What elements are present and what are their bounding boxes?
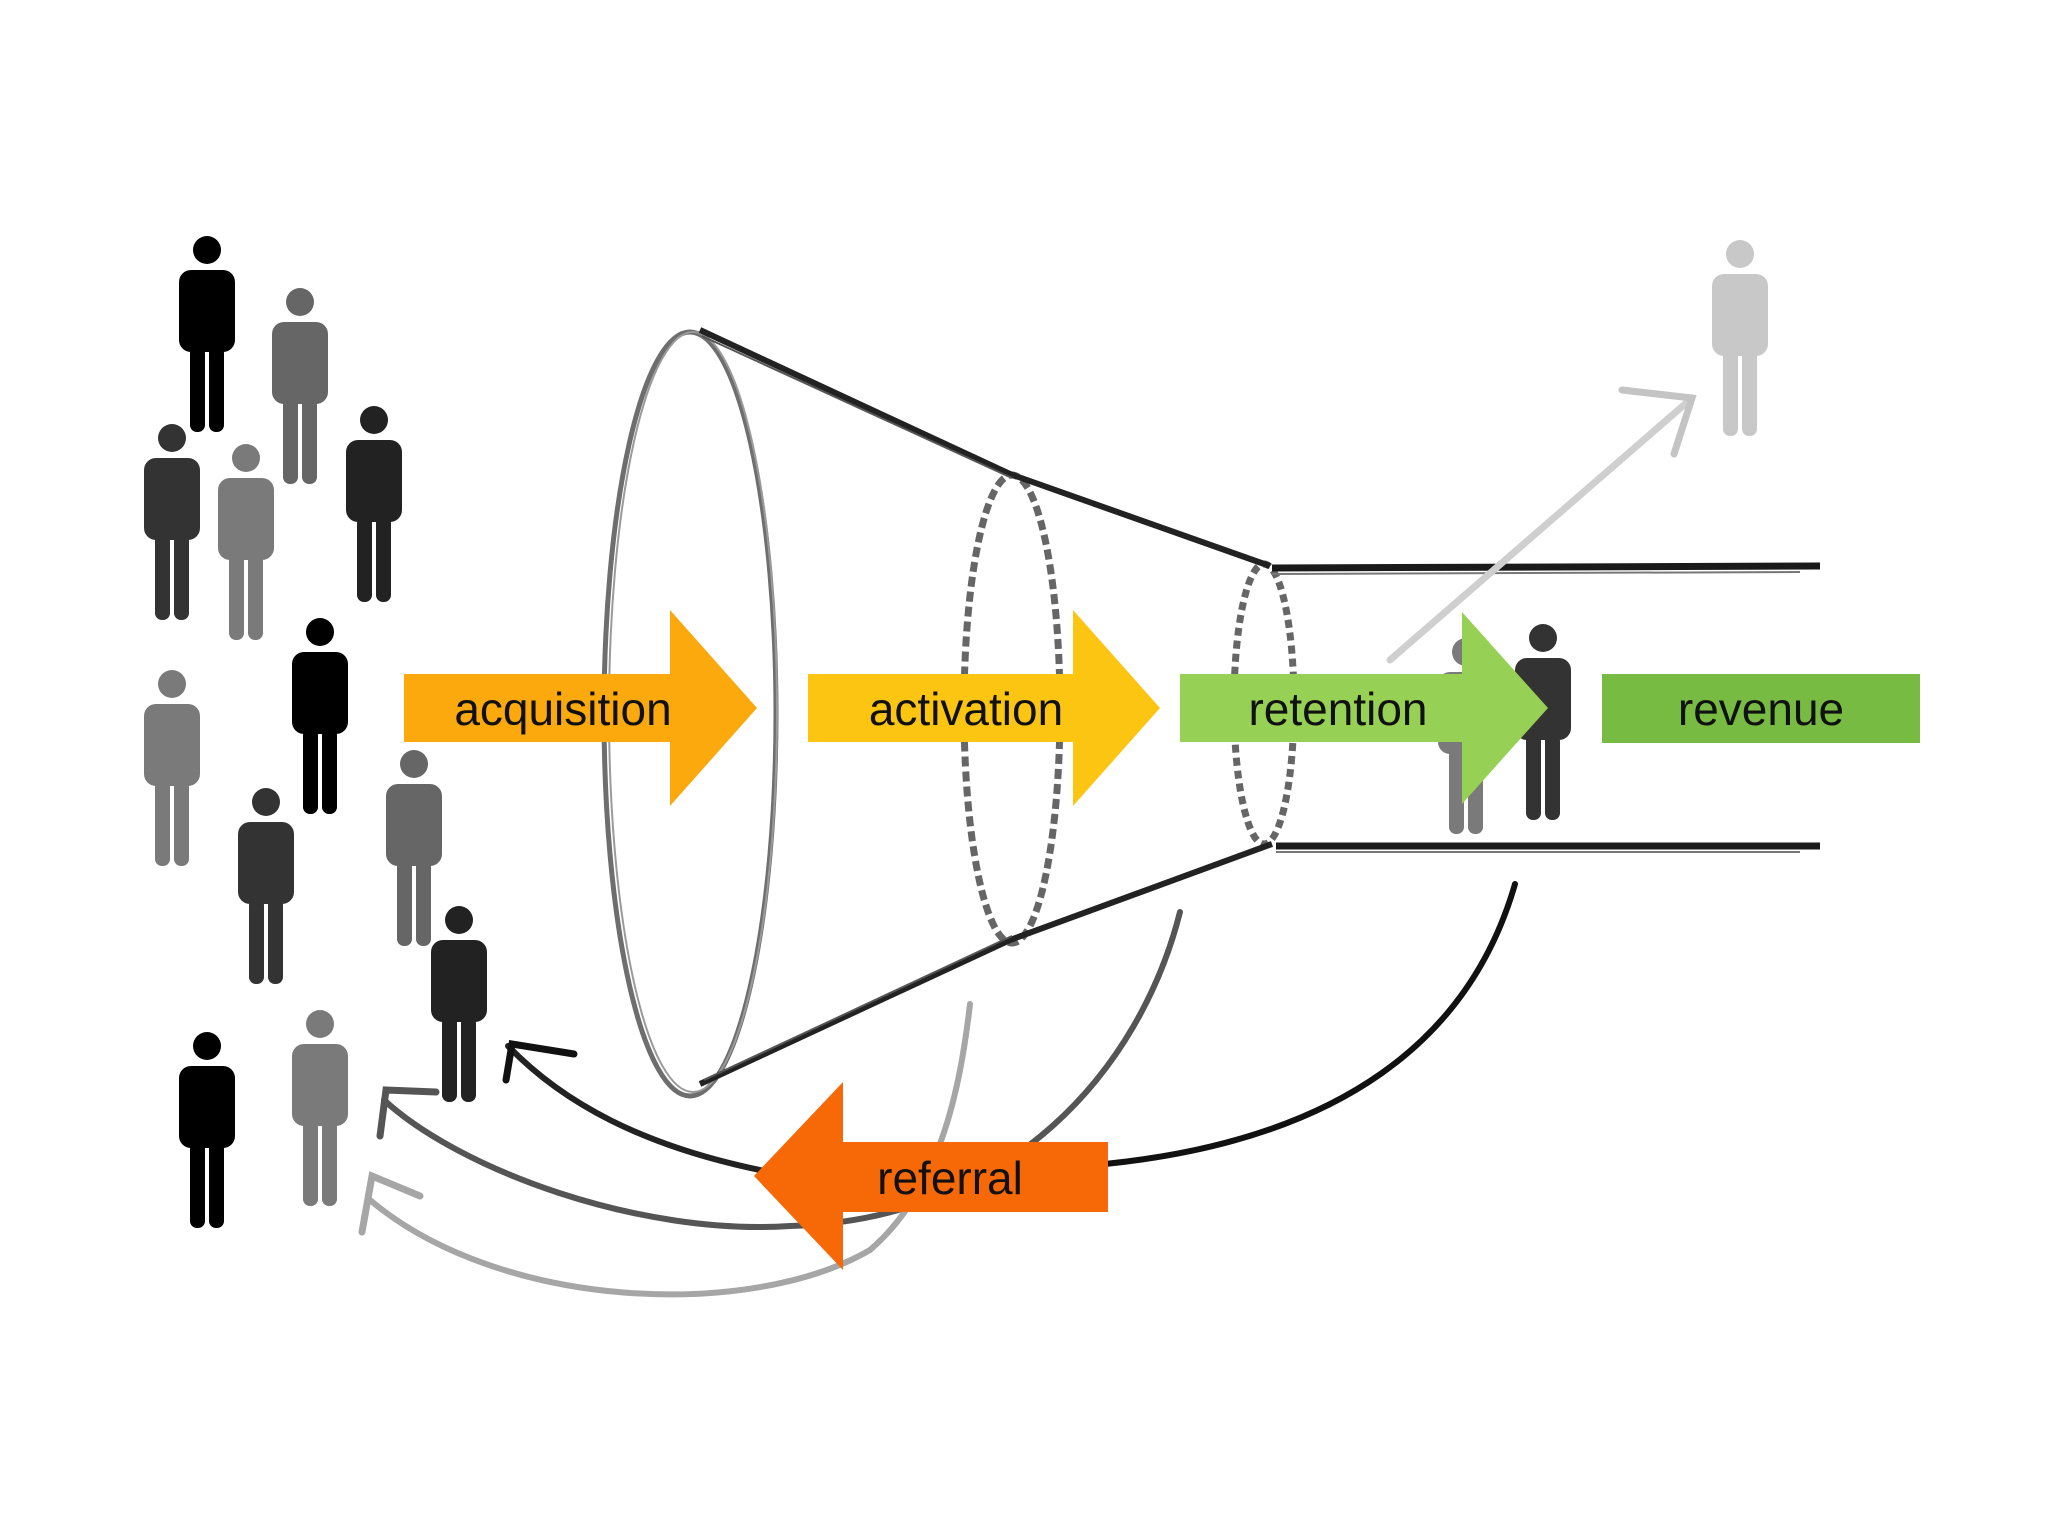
person-icon [238,788,294,984]
revenue-bar [1602,674,1920,743]
person-icon [1712,240,1768,436]
referral-loop-arrows [358,881,1518,1298]
person-icon [272,288,328,484]
person-icon [346,406,402,602]
person-icon [144,424,200,620]
stage-activation: activation [808,610,1160,806]
person-icon [431,906,487,1102]
funnel-shape [601,327,1821,1099]
retention-label: retention [1248,683,1427,735]
stage-retention: retention [1180,612,1548,804]
activation-arrow [808,610,1160,806]
person-icon [292,1010,348,1206]
stage-revenue: revenue [1602,674,1920,743]
acquisition-label: acquisition [454,683,671,735]
referral-arrow [754,1082,1108,1270]
person-icon [179,236,235,432]
exit-arrow [1386,386,1697,664]
acquisition-arrow [404,610,757,806]
person-icon [386,750,442,946]
stage-acquisition: acquisition [404,610,757,806]
retention-arrow [1180,612,1548,804]
person-icon [179,1032,235,1228]
stage-referral: referral [754,1082,1108,1270]
activation-label: activation [869,683,1063,735]
person-icon [218,444,274,640]
person-icon [144,670,200,866]
person-icon [292,618,348,814]
revenue-label: revenue [1678,683,1844,735]
referral-label: referral [877,1152,1023,1204]
